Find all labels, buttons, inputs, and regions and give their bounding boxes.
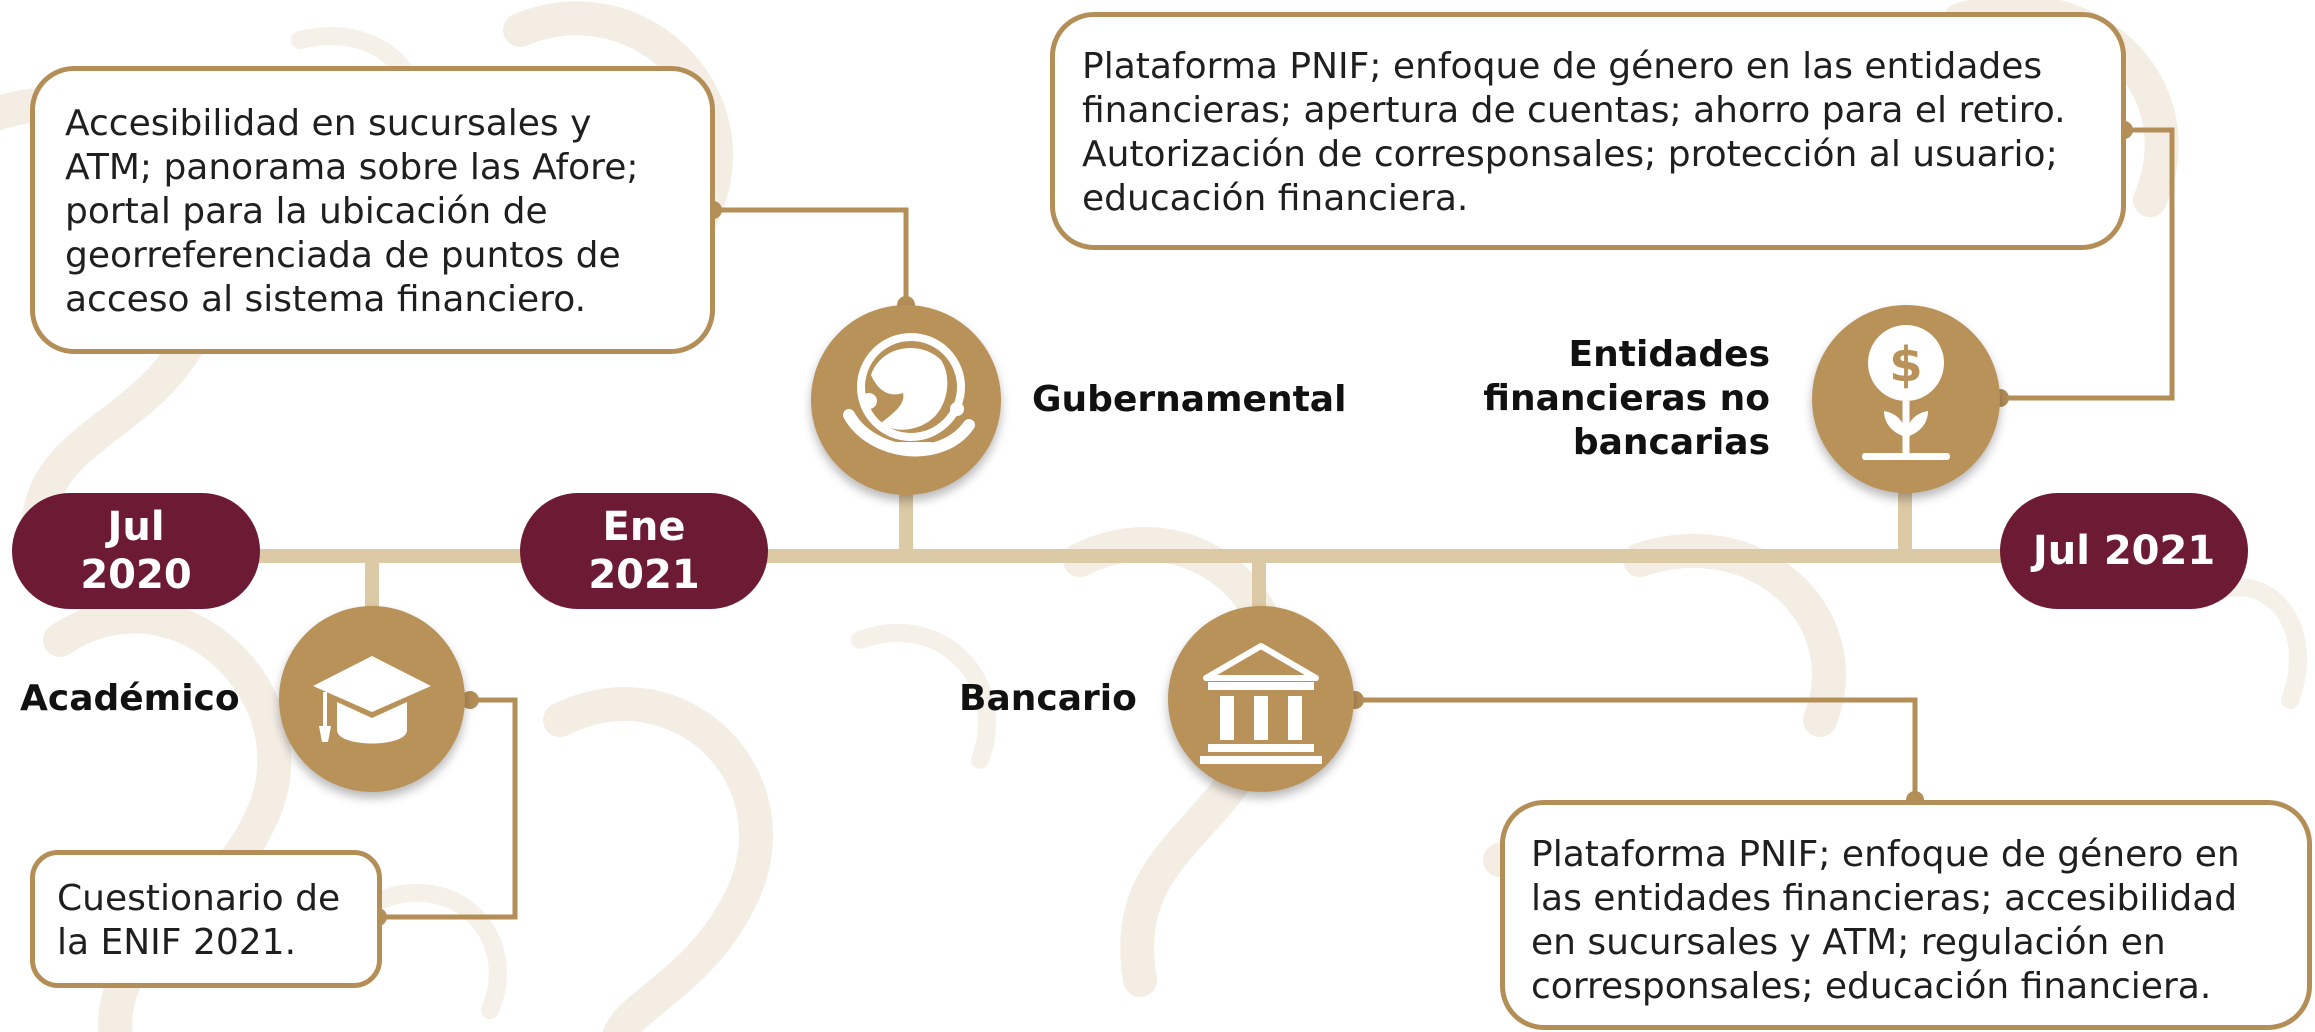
category-label-gubernamental: Gubernamental	[1032, 379, 1347, 420]
category-label-line: financieras no	[1483, 378, 1770, 419]
description-box-academico: Cuestionario de la ENIF 2021.	[30, 850, 382, 988]
category-label-academico: Académico	[20, 678, 240, 719]
category-label-bancario: Bancario	[959, 678, 1137, 719]
description-box-bancario: Plataforma PNIF; enfoque de género en la…	[1500, 800, 2312, 1030]
bank-building-icon	[1200, 643, 1322, 764]
description-box-no-bancarias: Plataforma PNIF; enfoque de género en la…	[1050, 12, 2126, 250]
no-bancarias-icon-circle: $	[1812, 305, 2000, 493]
category-label-line: bancarias	[1572, 422, 1770, 463]
description-line: en sucursales y ATM; regulación en	[1531, 922, 2166, 963]
description-line: educación financiera.	[1082, 178, 1469, 219]
academico-icon-circle	[279, 606, 465, 792]
description-line: corresponsales; educación financiera.	[1531, 966, 2212, 1007]
category-label-line: Entidades	[1568, 334, 1770, 375]
money-plant-icon: $	[1862, 325, 1950, 460]
date-year: 2021	[588, 552, 700, 598]
connector-academico	[378, 697, 518, 920]
bancario-icon-circle	[1168, 606, 1354, 792]
stem-academico	[365, 556, 379, 616]
description-line: portal para la ubicación de	[65, 191, 548, 232]
date-month: Jul	[107, 504, 165, 550]
national-emblem-icon	[843, 333, 975, 457]
date-pill-jul-2021: Jul 2021	[2000, 493, 2248, 609]
date-pill-jul-2020: Jul 2020	[12, 493, 260, 609]
date-label: Jul 2021	[2032, 528, 2216, 574]
description-line: acceso al sistema financiero.	[65, 279, 587, 320]
date-year: 2020	[80, 552, 192, 598]
category-label-no-bancarias: Entidades financieras no bancarias	[1480, 333, 1770, 465]
description-line: Plataforma PNIF; enfoque de género en	[1531, 834, 2240, 875]
gubernamental-icon-circle	[811, 305, 1001, 495]
description-line: las entidades financieras; accesibilidad	[1531, 878, 2238, 919]
description-line: Cuestionario de	[57, 878, 341, 919]
date-pill-ene-2021: Ene 2021	[520, 493, 768, 609]
stem-bancario	[1252, 556, 1266, 616]
connector-no-bancarias	[2000, 127, 2175, 401]
description-line: la ENIF 2021.	[57, 922, 297, 963]
description-box-gubernamental: Accesibilidad en sucursales y ATM; panor…	[30, 66, 715, 354]
description-line: ATM; panorama sobre las Afore;	[65, 147, 639, 188]
graduation-cap-icon	[313, 656, 431, 744]
date-month: Ene	[602, 504, 686, 550]
description-line: Accesibilidad en sucursales y	[65, 103, 592, 144]
timeline-axis	[200, 549, 2070, 563]
stem-gubernamental	[899, 490, 913, 556]
connector-bancario	[1355, 697, 1918, 800]
description-line: financieras; apertura de cuentas; ahorro…	[1082, 90, 2066, 131]
description-line: Plataforma PNIF; enfoque de género en la…	[1082, 46, 2043, 87]
stem-no-bancarias	[1898, 490, 1912, 556]
description-line: georreferenciada de puntos de	[65, 235, 621, 276]
description-line: Autorización de corresponsales; protecci…	[1082, 134, 2058, 175]
connector-gubernamental	[713, 207, 909, 305]
svg-text:$: $	[1889, 337, 1922, 393]
